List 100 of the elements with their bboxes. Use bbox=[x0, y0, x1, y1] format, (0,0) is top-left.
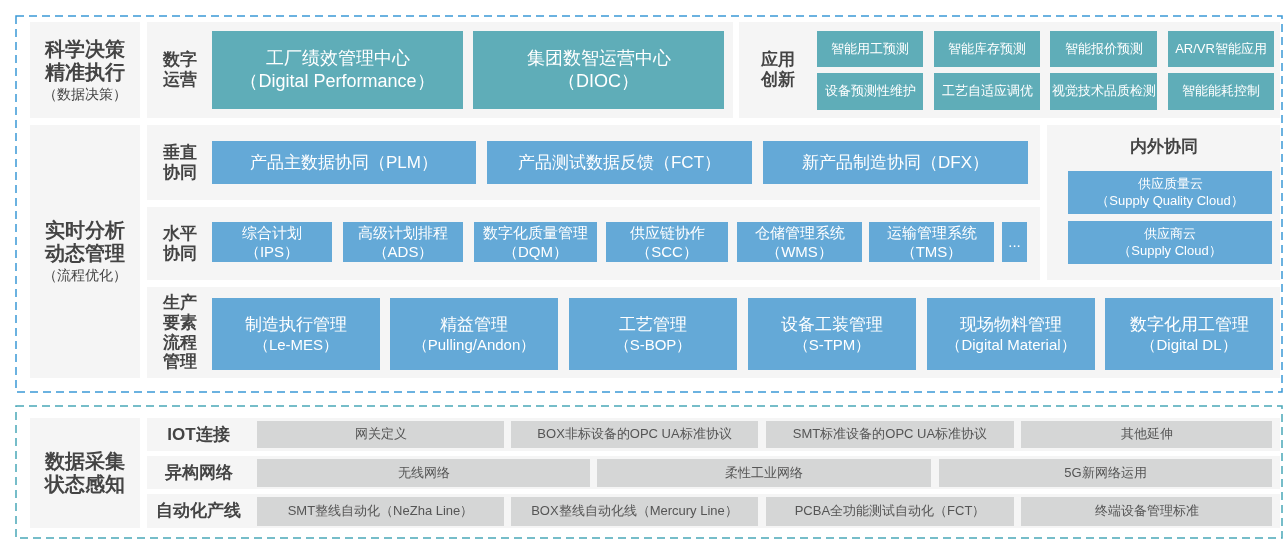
item-label: 网关定义 bbox=[354, 427, 407, 442]
module-box bbox=[343, 222, 463, 262]
item-label: 终端设备管理标准 bbox=[1094, 504, 1199, 519]
module-box bbox=[1068, 221, 1272, 264]
row-panel bbox=[147, 418, 1280, 451]
module-name: 智能用工预测 bbox=[831, 41, 909, 57]
module-name: 运输管理系统 bbox=[886, 223, 977, 241]
module-box bbox=[473, 31, 724, 109]
row-label: 异构网络 bbox=[164, 462, 233, 483]
module-box bbox=[487, 141, 752, 184]
module-code: （IPS） bbox=[244, 243, 300, 261]
module-name: 智能库存预测 bbox=[948, 41, 1026, 57]
module-box bbox=[474, 222, 597, 262]
item-label: 5G新网络运用 bbox=[1064, 465, 1147, 481]
module-box bbox=[1168, 31, 1274, 67]
item-box bbox=[939, 459, 1272, 487]
group-label: 内外协同 bbox=[1129, 137, 1198, 157]
item-box bbox=[511, 421, 758, 448]
module-code: （S-TPM） bbox=[793, 336, 871, 354]
item-label: BOX整线自动化线（Mercury Line） bbox=[531, 504, 738, 519]
module-name: 供应质量云 bbox=[1137, 176, 1203, 192]
module-name: ... bbox=[1008, 233, 1021, 251]
item-box bbox=[1021, 497, 1272, 526]
module-code: （Supply Cloud） bbox=[1118, 243, 1222, 259]
module-name: 精益管理 bbox=[440, 314, 508, 335]
item-label: SMT整线自动化（NeZha Line） bbox=[287, 504, 474, 519]
item-box bbox=[257, 459, 590, 487]
module-box bbox=[1168, 73, 1274, 110]
item-label: 其他延伸 bbox=[1120, 427, 1173, 442]
layer-title: 科学决策精准执行 bbox=[45, 37, 125, 84]
item-box bbox=[766, 497, 1014, 526]
layer-title: 数据采集状态感知 bbox=[45, 450, 125, 496]
module-box bbox=[390, 298, 558, 370]
group-panel bbox=[1047, 125, 1280, 280]
module-code: （DQM） bbox=[503, 243, 568, 261]
item-label: 柔性工业网络 bbox=[725, 465, 803, 481]
module-name: 新产品制造协同（DFX） bbox=[802, 152, 989, 173]
module-box bbox=[763, 141, 1028, 184]
item-box bbox=[597, 459, 931, 487]
module-name: 高级计划排程 bbox=[358, 223, 448, 241]
row-label: IOT连接 bbox=[167, 424, 230, 445]
module-code: （Digital Performance） bbox=[240, 71, 435, 92]
group-label: 垂直协同 bbox=[162, 142, 197, 183]
module-name: AR/VR智能应用 bbox=[1175, 41, 1267, 57]
group-label: 水平协同 bbox=[162, 223, 197, 264]
module-name: 工艺自适应调优 bbox=[941, 84, 1033, 99]
module-box bbox=[1050, 73, 1157, 110]
module-code: （TMS） bbox=[900, 243, 963, 261]
item-box bbox=[1021, 421, 1272, 448]
module-code: （Pulling/Andon） bbox=[412, 336, 536, 354]
module-box bbox=[1105, 298, 1273, 370]
module-code: （Digital Material） bbox=[946, 336, 1076, 354]
item-box bbox=[511, 497, 758, 526]
module-name: 数字化用工管理 bbox=[1129, 314, 1249, 335]
module-name: 供应链协作 bbox=[629, 223, 705, 241]
module-name: 数字化质量管理 bbox=[483, 223, 588, 241]
module-name: 综合计划 bbox=[242, 223, 302, 241]
row-panel bbox=[147, 494, 1280, 528]
module-name: 工艺管理 bbox=[619, 314, 687, 335]
module-code: （DIOC） bbox=[558, 71, 639, 92]
module-box bbox=[212, 222, 332, 262]
module-code: （Supply Quality Cloud） bbox=[1096, 193, 1244, 209]
module-box bbox=[869, 222, 994, 262]
module-box bbox=[927, 298, 1095, 370]
item-label: SMT标准设备的OPC UA标准协议 bbox=[792, 427, 988, 442]
group-label: 应用创新 bbox=[761, 50, 795, 90]
group-panel bbox=[147, 125, 1040, 200]
module-code: （SCC） bbox=[636, 243, 698, 261]
module-box bbox=[737, 222, 862, 262]
layer-title: 实时分析动态管理 bbox=[45, 219, 125, 266]
module-box bbox=[817, 73, 923, 110]
module-box bbox=[1068, 171, 1272, 214]
module-code: （S-BOP） bbox=[614, 336, 692, 354]
item-label: BOX非标设备的OPC UA标准协议 bbox=[537, 427, 732, 442]
module-name: 现场物料管理 bbox=[960, 314, 1062, 335]
module-box bbox=[212, 298, 380, 370]
module-name: 视觉技术品质检测 bbox=[1051, 84, 1156, 99]
item-box bbox=[257, 421, 504, 448]
module-box bbox=[212, 31, 463, 109]
group-panel bbox=[147, 287, 1280, 378]
module-name: 供应商云 bbox=[1144, 226, 1196, 242]
group-label: 数字运营 bbox=[162, 50, 197, 90]
module-code: （WMS） bbox=[766, 243, 833, 261]
module-name: 智能报价预测 bbox=[1064, 41, 1143, 57]
module-code: （ADS） bbox=[372, 243, 434, 261]
module-box bbox=[748, 298, 916, 370]
module-box bbox=[817, 31, 923, 67]
module-name: 产品测试数据反馈（FCT） bbox=[517, 152, 721, 173]
module-code: （Le-MES） bbox=[253, 336, 339, 354]
module-box bbox=[1050, 31, 1157, 67]
module-name: 工厂绩效管理中心 bbox=[265, 48, 410, 69]
module-box bbox=[1002, 222, 1027, 262]
module-box bbox=[934, 31, 1040, 67]
module-box bbox=[606, 222, 728, 262]
item-label: 无线网络 bbox=[397, 465, 450, 481]
layer-subtitle: （数据决策） bbox=[43, 85, 127, 103]
group-label: 生产要素流程管理 bbox=[162, 293, 197, 372]
group-panel bbox=[147, 22, 733, 118]
item-box bbox=[257, 497, 504, 526]
group-panel bbox=[147, 207, 1040, 280]
